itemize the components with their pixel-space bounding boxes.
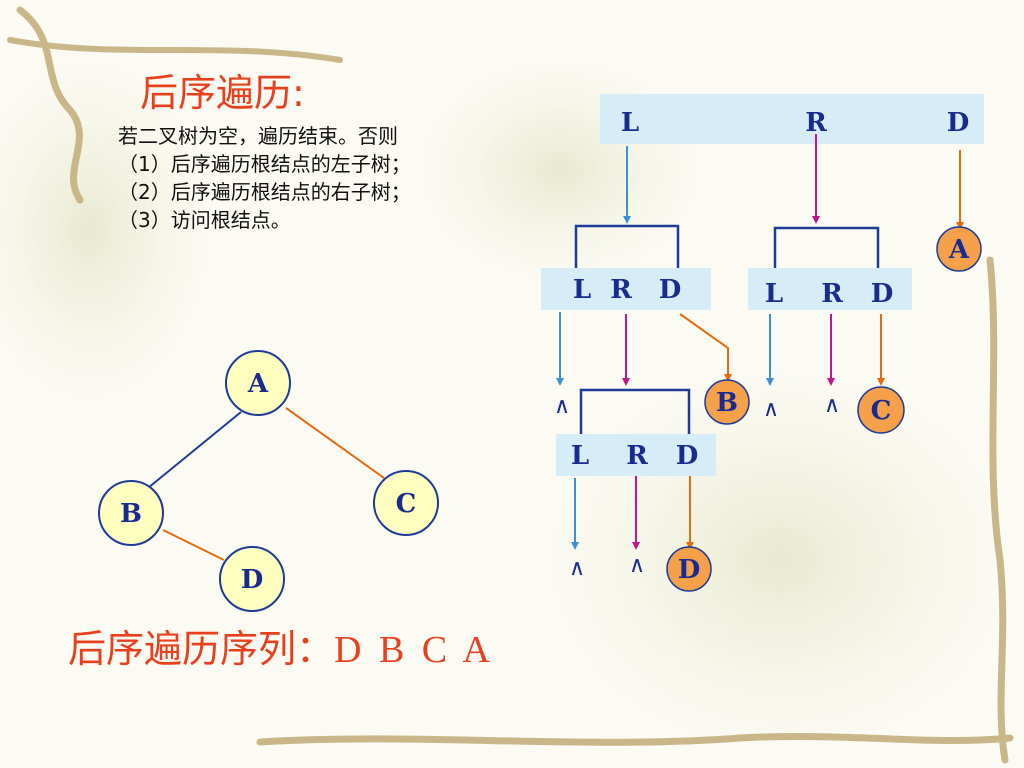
vine-bottom (256, 732, 1014, 746)
tree-node-b: B (98, 480, 164, 546)
bg-flower-left (0, 60, 210, 400)
visit-d: D (666, 546, 712, 592)
rule-line-3: （3）访问根结点。 (118, 208, 291, 232)
record-b-box (541, 268, 711, 310)
record-c-box (748, 268, 912, 310)
edge-b-d (162, 529, 225, 561)
record-d: L R D (556, 434, 716, 476)
edge-a-c (285, 407, 385, 479)
tree-node-d-label: D (241, 565, 264, 595)
record-c-d: D (871, 279, 894, 309)
bracket-d (579, 388, 691, 434)
record-b-r: R (610, 275, 632, 305)
visit-a: A (936, 226, 982, 272)
visit-c: C (857, 386, 905, 434)
tree-node-c: C (373, 470, 439, 536)
visit-b-label: B (716, 388, 738, 418)
tree-node-a-label: A (247, 369, 269, 399)
record-a-d: D (947, 108, 970, 138)
rule-line-1: （1）后序遍历根结点的左子树； (118, 152, 411, 176)
slide-title: 后序遍历: (140, 71, 305, 115)
result-sequence: D B C A (334, 629, 494, 671)
record-a-r: R (805, 108, 827, 138)
record-a: L R D (600, 94, 984, 144)
null-d-right: ∧ (629, 553, 645, 578)
record-c-l: L (765, 279, 783, 309)
visit-c-label: C (871, 396, 892, 426)
visit-d-label: D (678, 555, 701, 585)
record-b: L R D (541, 268, 711, 310)
record-b-l: L (573, 275, 591, 305)
rule-line-intro: 若二叉树为空，遍历结束。否则 (118, 124, 398, 148)
null-d-left: ∧ (569, 556, 585, 581)
result-label: 后序遍历序列： (68, 627, 335, 671)
arrow-b-visit (679, 313, 732, 382)
record-d-l: L (571, 441, 589, 471)
tree-node-b-label: B (120, 499, 142, 529)
traversal-result: 后序遍历序列：D B C A (68, 618, 494, 673)
record-a-box (600, 94, 984, 144)
tree-node-c-label: C (396, 489, 417, 519)
record-d-d: D (676, 441, 699, 471)
record-d-r: R (626, 441, 648, 471)
record-d-box (556, 434, 716, 476)
record-b-d: D (659, 275, 682, 305)
edge-a-b (147, 411, 242, 489)
visit-b: B (704, 379, 750, 425)
null-b-left: ∧ (554, 394, 570, 419)
bracket-b (574, 224, 680, 268)
record-a-l: L (621, 108, 639, 138)
vine-top (7, 37, 343, 63)
bracket-c (773, 226, 880, 268)
record-c: L R D (748, 268, 912, 310)
tree-node-a: A (225, 350, 291, 416)
vine-right (986, 256, 1009, 764)
record-c-r: R (821, 279, 843, 309)
traversal-rules: 若二叉树为空，遍历结束。否则 （1）后序遍历根结点的左子树； （2）后序遍历根结… (118, 122, 411, 234)
null-c-left: ∧ (763, 397, 779, 422)
rule-line-2: （2）后序遍历根结点的右子树； (118, 180, 411, 204)
visit-a-label: A (948, 235, 970, 265)
tree-node-d: D (219, 546, 285, 612)
null-c-right: ∧ (824, 393, 840, 418)
vine-top-left (16, 6, 84, 204)
